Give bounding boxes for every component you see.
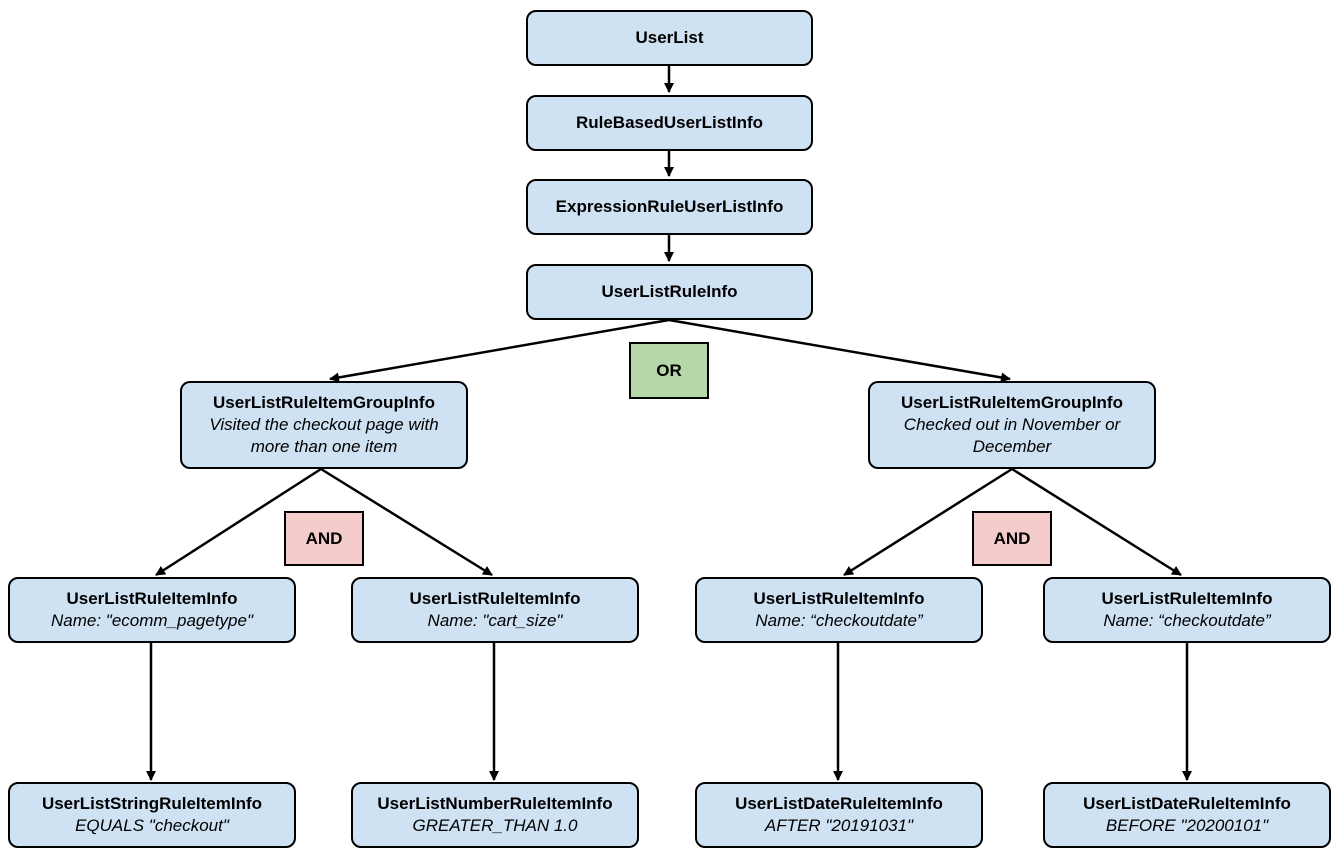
edge-ruleinfo-to-group-left	[329, 318, 670, 383]
node-group-right-description: Checked out in November or December	[903, 415, 1121, 456]
node-item-1-title: UserListRuleItemInfo	[66, 589, 238, 608]
node-leaf-4-title: UserListDateRuleItemInfo	[1083, 794, 1291, 813]
node-item-2: UserListRuleItemInfo Name: "cart_size"	[351, 577, 639, 643]
node-group-right-title: UserListRuleItemGroupInfo	[901, 393, 1123, 412]
node-leaf-2: UserListNumberRuleItemInfo GREATER_THAN …	[351, 782, 639, 848]
node-item-3: UserListRuleItemInfo Name: “checkoutdate…	[695, 577, 983, 643]
node-rulebaseduserlistinfo: RuleBasedUserListInfo	[526, 95, 813, 151]
node-item-4-name: Name: “checkoutdate”	[1103, 611, 1271, 630]
node-item-1: UserListRuleItemInfo Name: "ecomm_pagety…	[8, 577, 296, 643]
node-group-left: UserListRuleItemGroupInfo Visited the ch…	[180, 381, 468, 469]
operator-and-left-label: AND	[305, 528, 343, 548]
node-leaf-1: UserListStringRuleItemInfo EQUALS "check…	[8, 782, 296, 848]
node-item-3-name: Name: “checkoutdate”	[755, 611, 923, 630]
node-leaf-1-title: UserListStringRuleItemInfo	[41, 794, 263, 813]
node-item-3-title: UserListRuleItemInfo	[753, 589, 925, 608]
edge-group-left-to-item-1	[155, 467, 322, 577]
operator-or: OR	[629, 342, 709, 399]
node-userlistruleinfo: UserListRuleInfo	[526, 264, 813, 320]
node-leaf-4-condition: BEFORE "20200101"	[1105, 816, 1269, 835]
node-leaf-2-title: UserListNumberRuleItemInfo	[377, 794, 613, 813]
operator-and-right-label: AND	[993, 528, 1031, 548]
node-userlist: UserList	[526, 10, 813, 66]
node-group-left-title: UserListRuleItemGroupInfo	[213, 393, 435, 412]
node-leaf-3-title: UserListDateRuleItemInfo	[735, 794, 943, 813]
node-item-2-title: UserListRuleItemInfo	[409, 589, 581, 608]
node-userlistruleinfo-title: UserListRuleInfo	[601, 282, 738, 301]
edge-group-right-to-item-3	[843, 467, 1013, 577]
node-expressionruleuserlistinfo: ExpressionRuleUserListInfo	[526, 179, 813, 235]
operator-and-left: AND	[284, 511, 364, 566]
node-item-4: UserListRuleItemInfo Name: “checkoutdate…	[1043, 577, 1331, 643]
node-expressionruleuserlistinfo-title: ExpressionRuleUserListInfo	[555, 197, 784, 216]
node-item-1-name: Name: "ecomm_pagetype"	[51, 611, 253, 630]
operator-and-right: AND	[972, 511, 1052, 566]
node-userlist-title: UserList	[635, 28, 704, 47]
node-leaf-3: UserListDateRuleItemInfo AFTER "20191031…	[695, 782, 983, 848]
node-rulebaseduserlistinfo-title: RuleBasedUserListInfo	[575, 113, 764, 132]
node-leaf-4: UserListDateRuleItemInfo BEFORE "2020010…	[1043, 782, 1331, 848]
edge-group-right-to-item-4	[1011, 467, 1182, 577]
node-leaf-2-condition: GREATER_THAN 1.0	[412, 816, 578, 835]
node-leaf-1-condition: EQUALS "checkout"	[75, 816, 229, 835]
node-item-4-title: UserListRuleItemInfo	[1101, 589, 1273, 608]
node-item-2-name: Name: "cart_size"	[427, 611, 563, 630]
edge-group-left-to-item-2	[320, 467, 493, 577]
node-leaf-3-condition: AFTER "20191031"	[764, 816, 914, 835]
node-group-right: UserListRuleItemGroupInfo Checked out in…	[868, 381, 1156, 469]
edge-ruleinfo-to-group-right	[668, 318, 1011, 383]
operator-or-label: OR	[656, 360, 682, 380]
node-group-left-description: Visited the checkout page with more than…	[209, 415, 439, 456]
